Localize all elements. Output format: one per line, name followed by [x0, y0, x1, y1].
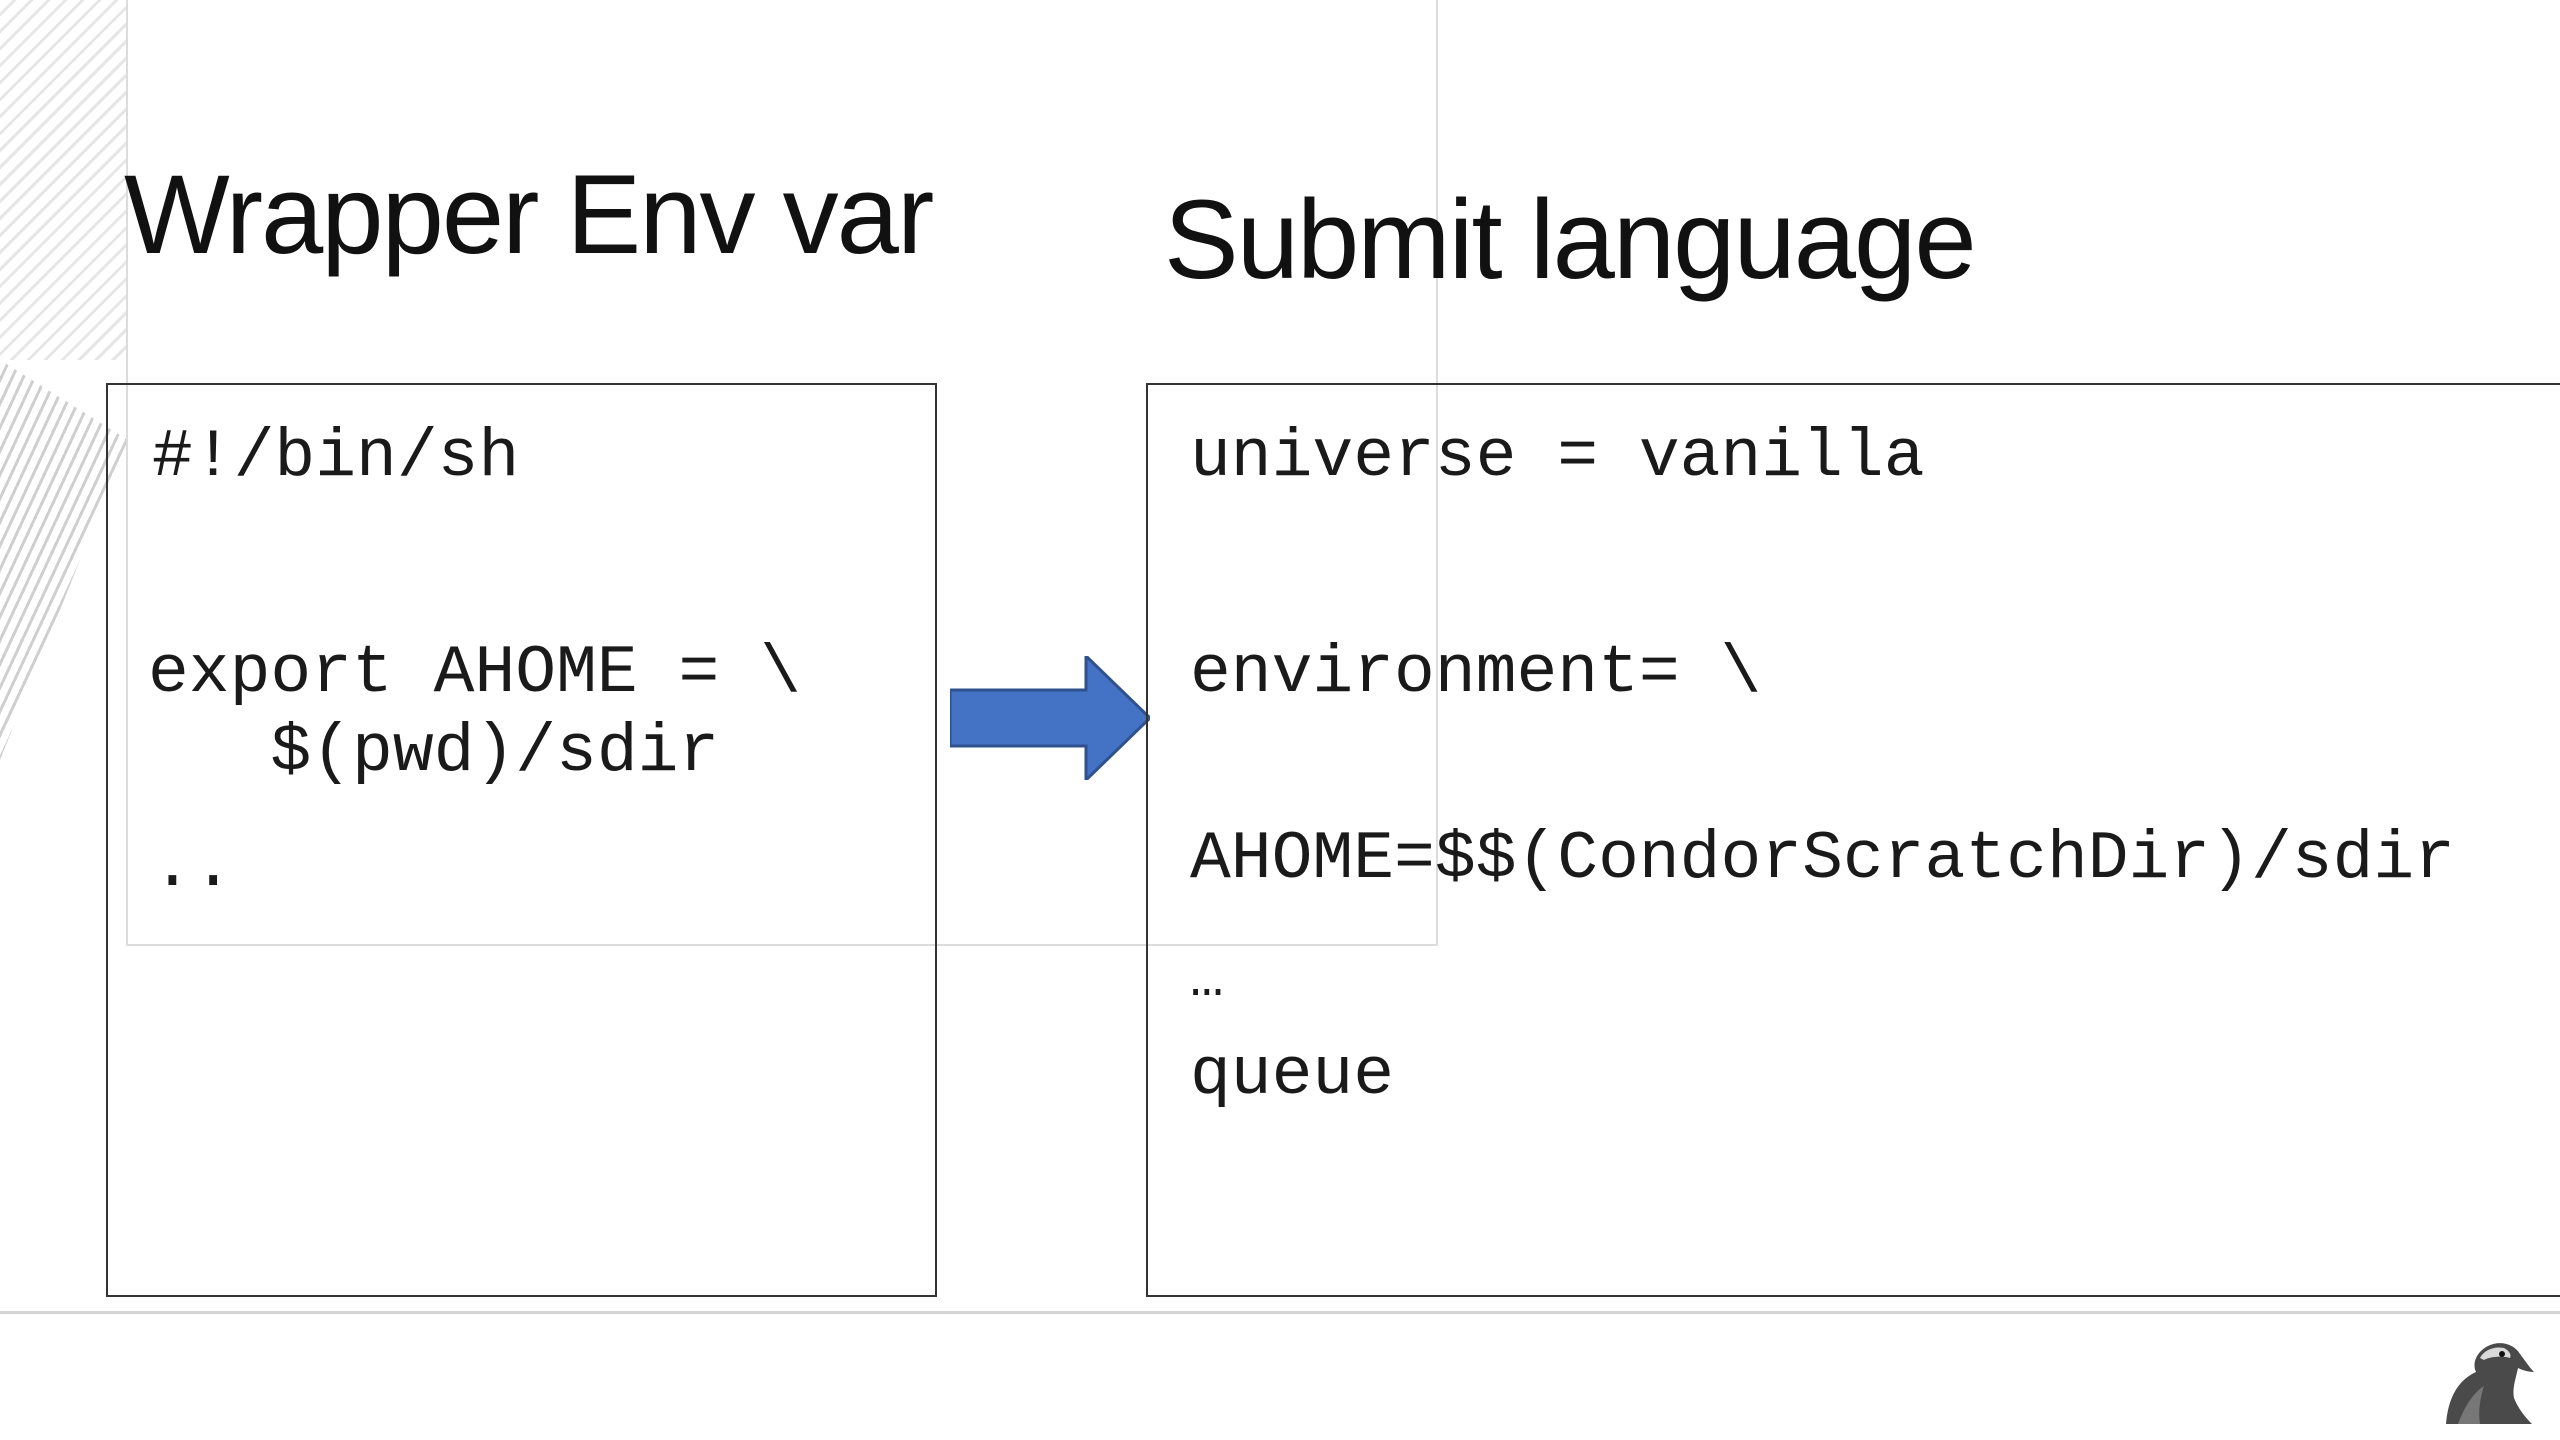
- submit-file-box: [1146, 383, 2560, 1297]
- decorative-stripes: [0, 0, 128, 360]
- code-line-environment: environment= \: [1190, 635, 1762, 712]
- footer-divider: [0, 1311, 2560, 1314]
- code-line-export: export AHOME = \: [148, 635, 801, 712]
- title-wrapper-env-var: Wrapper Env var: [124, 152, 934, 277]
- code-line-ellipsis: ..: [152, 829, 234, 906]
- code-line-queue: queue: [1190, 1037, 1395, 1114]
- condor-logo-icon: [2446, 1343, 2534, 1424]
- code-line-ellipsis-right: …: [1190, 948, 1224, 1012]
- wrapper-script-box: [106, 383, 937, 1297]
- ghost-frame: [126, 0, 1438, 946]
- code-line-ahome: AHOME=$$(CondorScratchDir)/sdir: [1190, 821, 2456, 898]
- code-line-pwd: $(pwd)/sdir: [148, 714, 720, 791]
- right-arrow-icon: [950, 656, 1150, 780]
- code-line-universe: universe = vanilla: [1190, 419, 1925, 496]
- title-submit-language: Submit language: [1164, 177, 1977, 302]
- code-line-shebang: #!/bin/sh: [152, 419, 520, 496]
